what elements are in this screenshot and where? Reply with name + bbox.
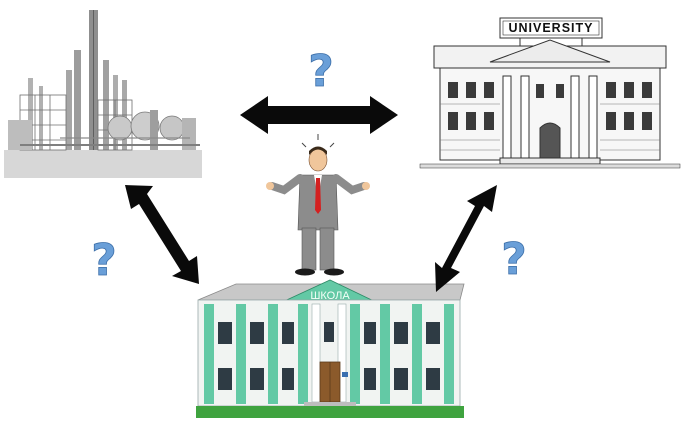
- question-mark-right: ?: [501, 234, 527, 285]
- question-mark-left: ?: [91, 235, 117, 286]
- arrow-factory-university: [240, 96, 398, 134]
- school-sign-text: ШКОЛА: [310, 290, 350, 302]
- question-mark-top: ?: [308, 46, 334, 97]
- factory-illustration: [4, 10, 202, 178]
- arrow-university-school: [435, 185, 497, 292]
- school-illustration: [196, 279, 465, 418]
- arrow-factory-school: [125, 185, 199, 284]
- confused-person: [266, 134, 370, 276]
- university-illustration: [419, 17, 681, 169]
- university-sign-text: UNIVERSITY: [508, 21, 593, 35]
